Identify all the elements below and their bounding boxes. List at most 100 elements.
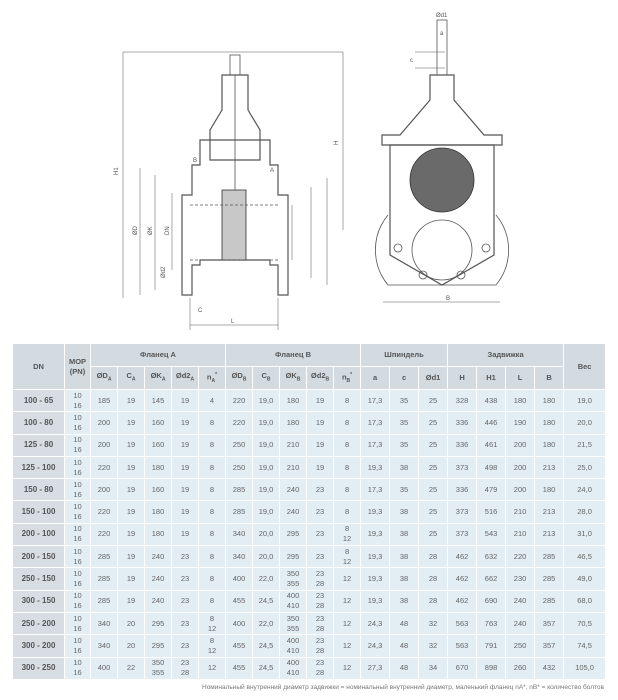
table-cell: 8 12 bbox=[197, 611, 227, 636]
table-cell: 23 bbox=[306, 522, 335, 547]
table-cell: 23 28 bbox=[306, 611, 335, 636]
dn-cell: 250 - 200 bbox=[12, 611, 65, 636]
table-cell: 213 bbox=[534, 455, 565, 480]
label-b: B bbox=[446, 296, 450, 302]
table-cell: 19 bbox=[306, 455, 335, 480]
pn-cell: 10 16 bbox=[64, 567, 91, 591]
table-cell: 220 bbox=[225, 411, 254, 435]
table-cell: 19 bbox=[117, 433, 145, 457]
table-cell: 200 bbox=[90, 411, 118, 435]
column-header: B bbox=[534, 366, 565, 390]
table-cell: 21,5 bbox=[563, 433, 607, 457]
column-header-base: ØD bbox=[96, 371, 108, 381]
column-header: Ød2A bbox=[171, 366, 199, 390]
table-cell: 8 12 bbox=[333, 545, 362, 569]
table-cell: 25,0 bbox=[563, 455, 607, 480]
label-dd: ØD bbox=[133, 225, 139, 235]
table-cell: 230 bbox=[505, 567, 536, 591]
column-header-base: C bbox=[126, 371, 132, 381]
table-cell: 340 bbox=[225, 545, 254, 569]
table-cell: 210 bbox=[505, 500, 536, 524]
table-cell: 180 bbox=[534, 433, 565, 457]
table-cell: 38 bbox=[389, 589, 420, 613]
table-cell: 180 bbox=[279, 411, 308, 435]
table-cell: 48 bbox=[389, 656, 420, 680]
label-c: C bbox=[198, 308, 203, 314]
table-cell: 19 bbox=[117, 567, 145, 591]
column-header-sub: B bbox=[266, 376, 271, 383]
table-cell: 8 bbox=[333, 500, 362, 524]
table-cell: 23 bbox=[306, 478, 335, 502]
column-header-sub: A bbox=[107, 376, 112, 383]
table-cell: 8 bbox=[333, 478, 362, 502]
column-header: H1 bbox=[476, 366, 507, 390]
column-header-sub: A bbox=[161, 376, 166, 383]
table-cell: 35 bbox=[389, 433, 420, 457]
table-cell: 200 bbox=[505, 455, 536, 480]
column-header: H bbox=[447, 366, 478, 390]
table-cell: 400 410 bbox=[279, 656, 308, 680]
table-cell: 285 bbox=[225, 500, 254, 524]
table-cell: 432 bbox=[534, 656, 565, 680]
column-header: nB* bbox=[333, 366, 362, 390]
table-cell: 8 bbox=[197, 455, 227, 480]
table-cell: 19 bbox=[171, 500, 199, 524]
table-cell: 350 355 bbox=[279, 567, 308, 591]
table-cell: 240 bbox=[144, 567, 172, 591]
table-cell: 24,0 bbox=[563, 478, 607, 502]
table-cell: 220 bbox=[90, 500, 118, 524]
table-cell: 180 bbox=[144, 500, 172, 524]
table-cell: 24,5 bbox=[252, 656, 281, 680]
dn-cell: 125 - 80 bbox=[12, 433, 65, 457]
table-cell: 180 bbox=[534, 478, 565, 502]
table-cell: 32 bbox=[418, 634, 449, 658]
table-cell: 12 bbox=[333, 634, 362, 658]
table-cell: 632 bbox=[476, 545, 507, 569]
table-cell: 260 bbox=[505, 656, 536, 680]
label-h1: H1 bbox=[114, 167, 120, 175]
front-view bbox=[375, 19, 509, 303]
table-cell: 12 bbox=[333, 656, 362, 680]
table-cell: 340 bbox=[225, 522, 254, 547]
dn-cell: 250 - 150 bbox=[12, 567, 65, 591]
table-cell: 479 bbox=[476, 478, 507, 502]
table-cell: 19,0 bbox=[252, 478, 281, 502]
column-header-base: ØK bbox=[285, 371, 297, 381]
dn-cell: 150 - 100 bbox=[12, 500, 65, 524]
table-cell: 19 bbox=[306, 433, 335, 457]
column-header-sub: B bbox=[296, 376, 301, 383]
table-cell: 23 28 bbox=[306, 589, 335, 613]
column-header: CB bbox=[252, 366, 281, 390]
table-cell: 240 bbox=[144, 545, 172, 569]
table-cell: 12 bbox=[197, 656, 227, 680]
column-header: ØKA bbox=[144, 366, 172, 390]
pn-cell: 10 16 bbox=[64, 522, 91, 547]
table-cell: 19 bbox=[171, 522, 199, 547]
table-cell: 19,3 bbox=[360, 545, 391, 569]
pn-cell: 10 16 bbox=[64, 433, 91, 457]
column-header-base: H bbox=[459, 373, 465, 382]
column-header-sup: * bbox=[215, 372, 218, 378]
table-cell: 19,3 bbox=[360, 589, 391, 613]
label-a: a bbox=[440, 31, 444, 37]
column-header-base: L bbox=[517, 373, 523, 382]
header-spindle: Шпиндель bbox=[360, 343, 449, 367]
table-cell: 8 12 bbox=[197, 634, 227, 658]
header-mop: МОР (PN) bbox=[64, 343, 91, 390]
dn-cell: 200 - 150 bbox=[12, 545, 65, 569]
table-cell: 19 bbox=[306, 388, 335, 413]
table-cell: 8 bbox=[197, 433, 227, 457]
table-cell: 543 bbox=[476, 522, 507, 547]
table-cell: 180 bbox=[505, 388, 536, 413]
table-cell: 23 28 bbox=[171, 656, 199, 680]
pn-cell: 10 16 bbox=[64, 545, 91, 569]
table-cell: 462 bbox=[447, 567, 478, 591]
column-header-base: n bbox=[341, 372, 347, 382]
table-cell: 24,3 bbox=[360, 611, 391, 636]
table-cell: 23 28 bbox=[306, 634, 335, 658]
table-cell: 35 bbox=[389, 478, 420, 502]
column-header-sub: A bbox=[131, 376, 136, 383]
table-cell: 19,0 bbox=[252, 411, 281, 435]
